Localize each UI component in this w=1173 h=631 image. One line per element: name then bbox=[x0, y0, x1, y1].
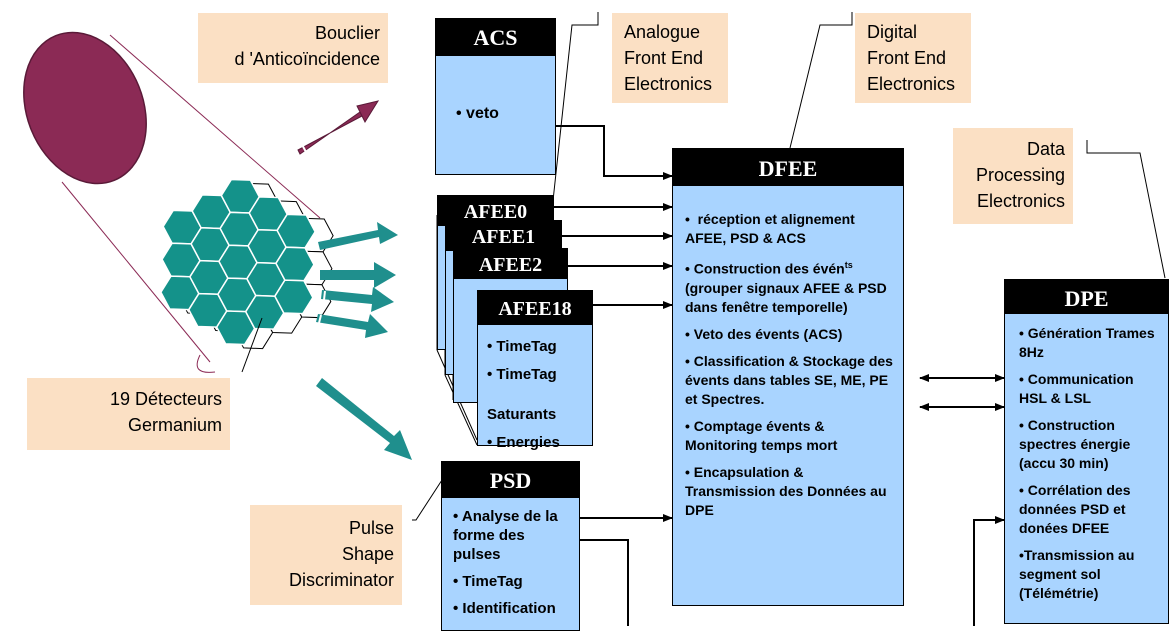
dfee-item-reception: • réception et alignement AFEE, PSD & AC… bbox=[685, 211, 855, 246]
detector-to-psd-arrow bbox=[316, 371, 412, 460]
dfe-label: Digital Front End Electronics bbox=[855, 13, 971, 103]
afee2-title: AFEE2 bbox=[454, 249, 567, 279]
germanium-detector-array bbox=[160, 178, 334, 350]
afee18-item-timetag-saturants: • TimeTag Saturants bbox=[487, 366, 561, 423]
dfee-item-encapsulation: • Encapsulation & Transmission des Donné… bbox=[685, 463, 887, 518]
dpe-item-correlation: • Corrélation des données PSD et donées … bbox=[1019, 482, 1131, 536]
dpe-title: DPE bbox=[1005, 280, 1168, 314]
bouclier-label-line-1: Bouclier bbox=[314, 23, 380, 43]
connection-arrows bbox=[530, 125, 1005, 626]
dfee-item-construction-text: • Construction des évén bbox=[685, 260, 845, 277]
psd-label-line-2: Shape bbox=[341, 544, 394, 564]
detectors-label-line-2: Germanium bbox=[127, 415, 222, 435]
afee18-items: • TimeTag • TimeTag Saturants • Energies bbox=[478, 337, 592, 461]
shield-top-ellipse bbox=[23, 31, 147, 185]
afee18-card: AFEE18 • TimeTag • TimeTag Saturants • E… bbox=[477, 290, 593, 451]
dpe-label-line-3: Electronics bbox=[976, 191, 1065, 211]
acs-to-dfee-arrow bbox=[530, 125, 673, 180]
acs-box: ACS • veto bbox=[435, 18, 556, 175]
dpe-label-line-1: Data bbox=[1026, 139, 1065, 159]
dpe-item-transmission: •Transmission au segment sol (Télémétrie… bbox=[1019, 547, 1135, 601]
psd-item-analyse: • Analyse de la forme des pulses bbox=[453, 508, 558, 563]
psd-label: Pulse Shape Discriminator bbox=[250, 505, 402, 605]
psd-title: PSD bbox=[442, 462, 579, 498]
detectors-label: 19 Détecteurs Germanium bbox=[27, 378, 230, 450]
dfee-item-comptage: • Comptage évents & Monitoring temps mor… bbox=[685, 417, 838, 453]
afee1-title: AFEE1 bbox=[446, 221, 561, 251]
detectors-pointer-line bbox=[241, 317, 263, 373]
psd-label-line-3: Discriminator bbox=[288, 570, 394, 590]
dpe-label: Data Processing Electronics bbox=[953, 128, 1073, 224]
dfe-pointer-line bbox=[789, 12, 853, 149]
afee18-item-timetag: • TimeTag bbox=[487, 338, 557, 355]
dfe-label-line-3: Electronics bbox=[867, 74, 956, 94]
afe-label-line-2: Front End bbox=[624, 48, 704, 68]
afe-pointer-line bbox=[551, 12, 599, 211]
dpe-pointer-line bbox=[1086, 140, 1166, 279]
dfee-items: • réception et alignement AFEE, PSD & AC… bbox=[673, 210, 903, 528]
psd-item-identification: • Identification bbox=[453, 600, 556, 617]
psd-item-timetag: • TimeTag bbox=[453, 573, 523, 590]
afe-label-line-1: Analogue bbox=[624, 22, 701, 42]
dpe-label-line-2: Processing bbox=[975, 165, 1065, 185]
bouclier-label: Bouclier d 'Anticoïncidence bbox=[198, 13, 388, 83]
dfee-title: DFEE bbox=[673, 149, 903, 186]
dpe-items: • Génération Trames 8Hz • Communication … bbox=[1005, 324, 1168, 611]
acs-item-veto: • veto bbox=[456, 105, 499, 122]
acs-items: • veto bbox=[436, 105, 555, 131]
dpe-box: DPE • Génération Trames 8Hz • Communicat… bbox=[1004, 279, 1169, 624]
dpe-item-construction: • Construction spectres énergie (accu 30… bbox=[1019, 417, 1131, 471]
shield-side-line-top bbox=[109, 34, 321, 219]
afee18-title: AFEE18 bbox=[478, 291, 592, 325]
afe-label-line-3: Electronics bbox=[624, 74, 713, 94]
dfee-item-construction: • Construction des événts (grouper signa… bbox=[685, 256, 895, 317]
acs-title: ACS bbox=[436, 19, 555, 56]
dfee-box: DFEE • réception et alignement AFEE, PSD… bbox=[672, 148, 904, 606]
psd-box: PSD • Analyse de la forme des pulses • T… bbox=[441, 461, 580, 631]
dfee-item-construction-detail: (grouper signaux AFEE & PSD dans fenêtre… bbox=[685, 279, 887, 315]
afee18-item-energies: • Energies bbox=[487, 434, 560, 451]
shield-to-acs-arrow bbox=[297, 100, 380, 155]
shield-bottom-arc bbox=[196, 354, 216, 373]
dfe-label-line-2: Front End bbox=[867, 48, 947, 68]
bouclier-label-line-2: d 'Anticoïncidence bbox=[234, 49, 380, 69]
psd-label-line-1: Pulse bbox=[348, 518, 394, 538]
anticoincidence-shield bbox=[23, 31, 321, 373]
dpe-item-generation: • Génération Trames 8Hz bbox=[1019, 325, 1155, 360]
psd-pointer-line bbox=[412, 479, 443, 521]
afe-label: Analogue Front End Electronics bbox=[612, 13, 728, 103]
dfee-item-classification: • Classification & Stockage des évents d… bbox=[685, 352, 893, 407]
detector-to-afee-arrows bbox=[316, 222, 398, 338]
dfee-item-veto: • Veto des évents (ACS) bbox=[685, 325, 843, 342]
psd-items: • Analyse de la forme des pulses • TimeT… bbox=[442, 507, 579, 626]
tm-to-dpe-arrow bbox=[973, 516, 1005, 626]
detector-hexagon bbox=[274, 279, 314, 315]
dfe-label-line-1: Digital bbox=[867, 22, 918, 42]
dfee-item-construction-sup: ts bbox=[844, 260, 853, 270]
shield-side-line-bottom bbox=[61, 181, 211, 363]
dpe-item-communication: • Communication HSL & LSL bbox=[1019, 371, 1134, 406]
psd-id-line bbox=[580, 539, 629, 626]
detectors-label-line-1: 19 Détecteurs bbox=[109, 389, 222, 409]
